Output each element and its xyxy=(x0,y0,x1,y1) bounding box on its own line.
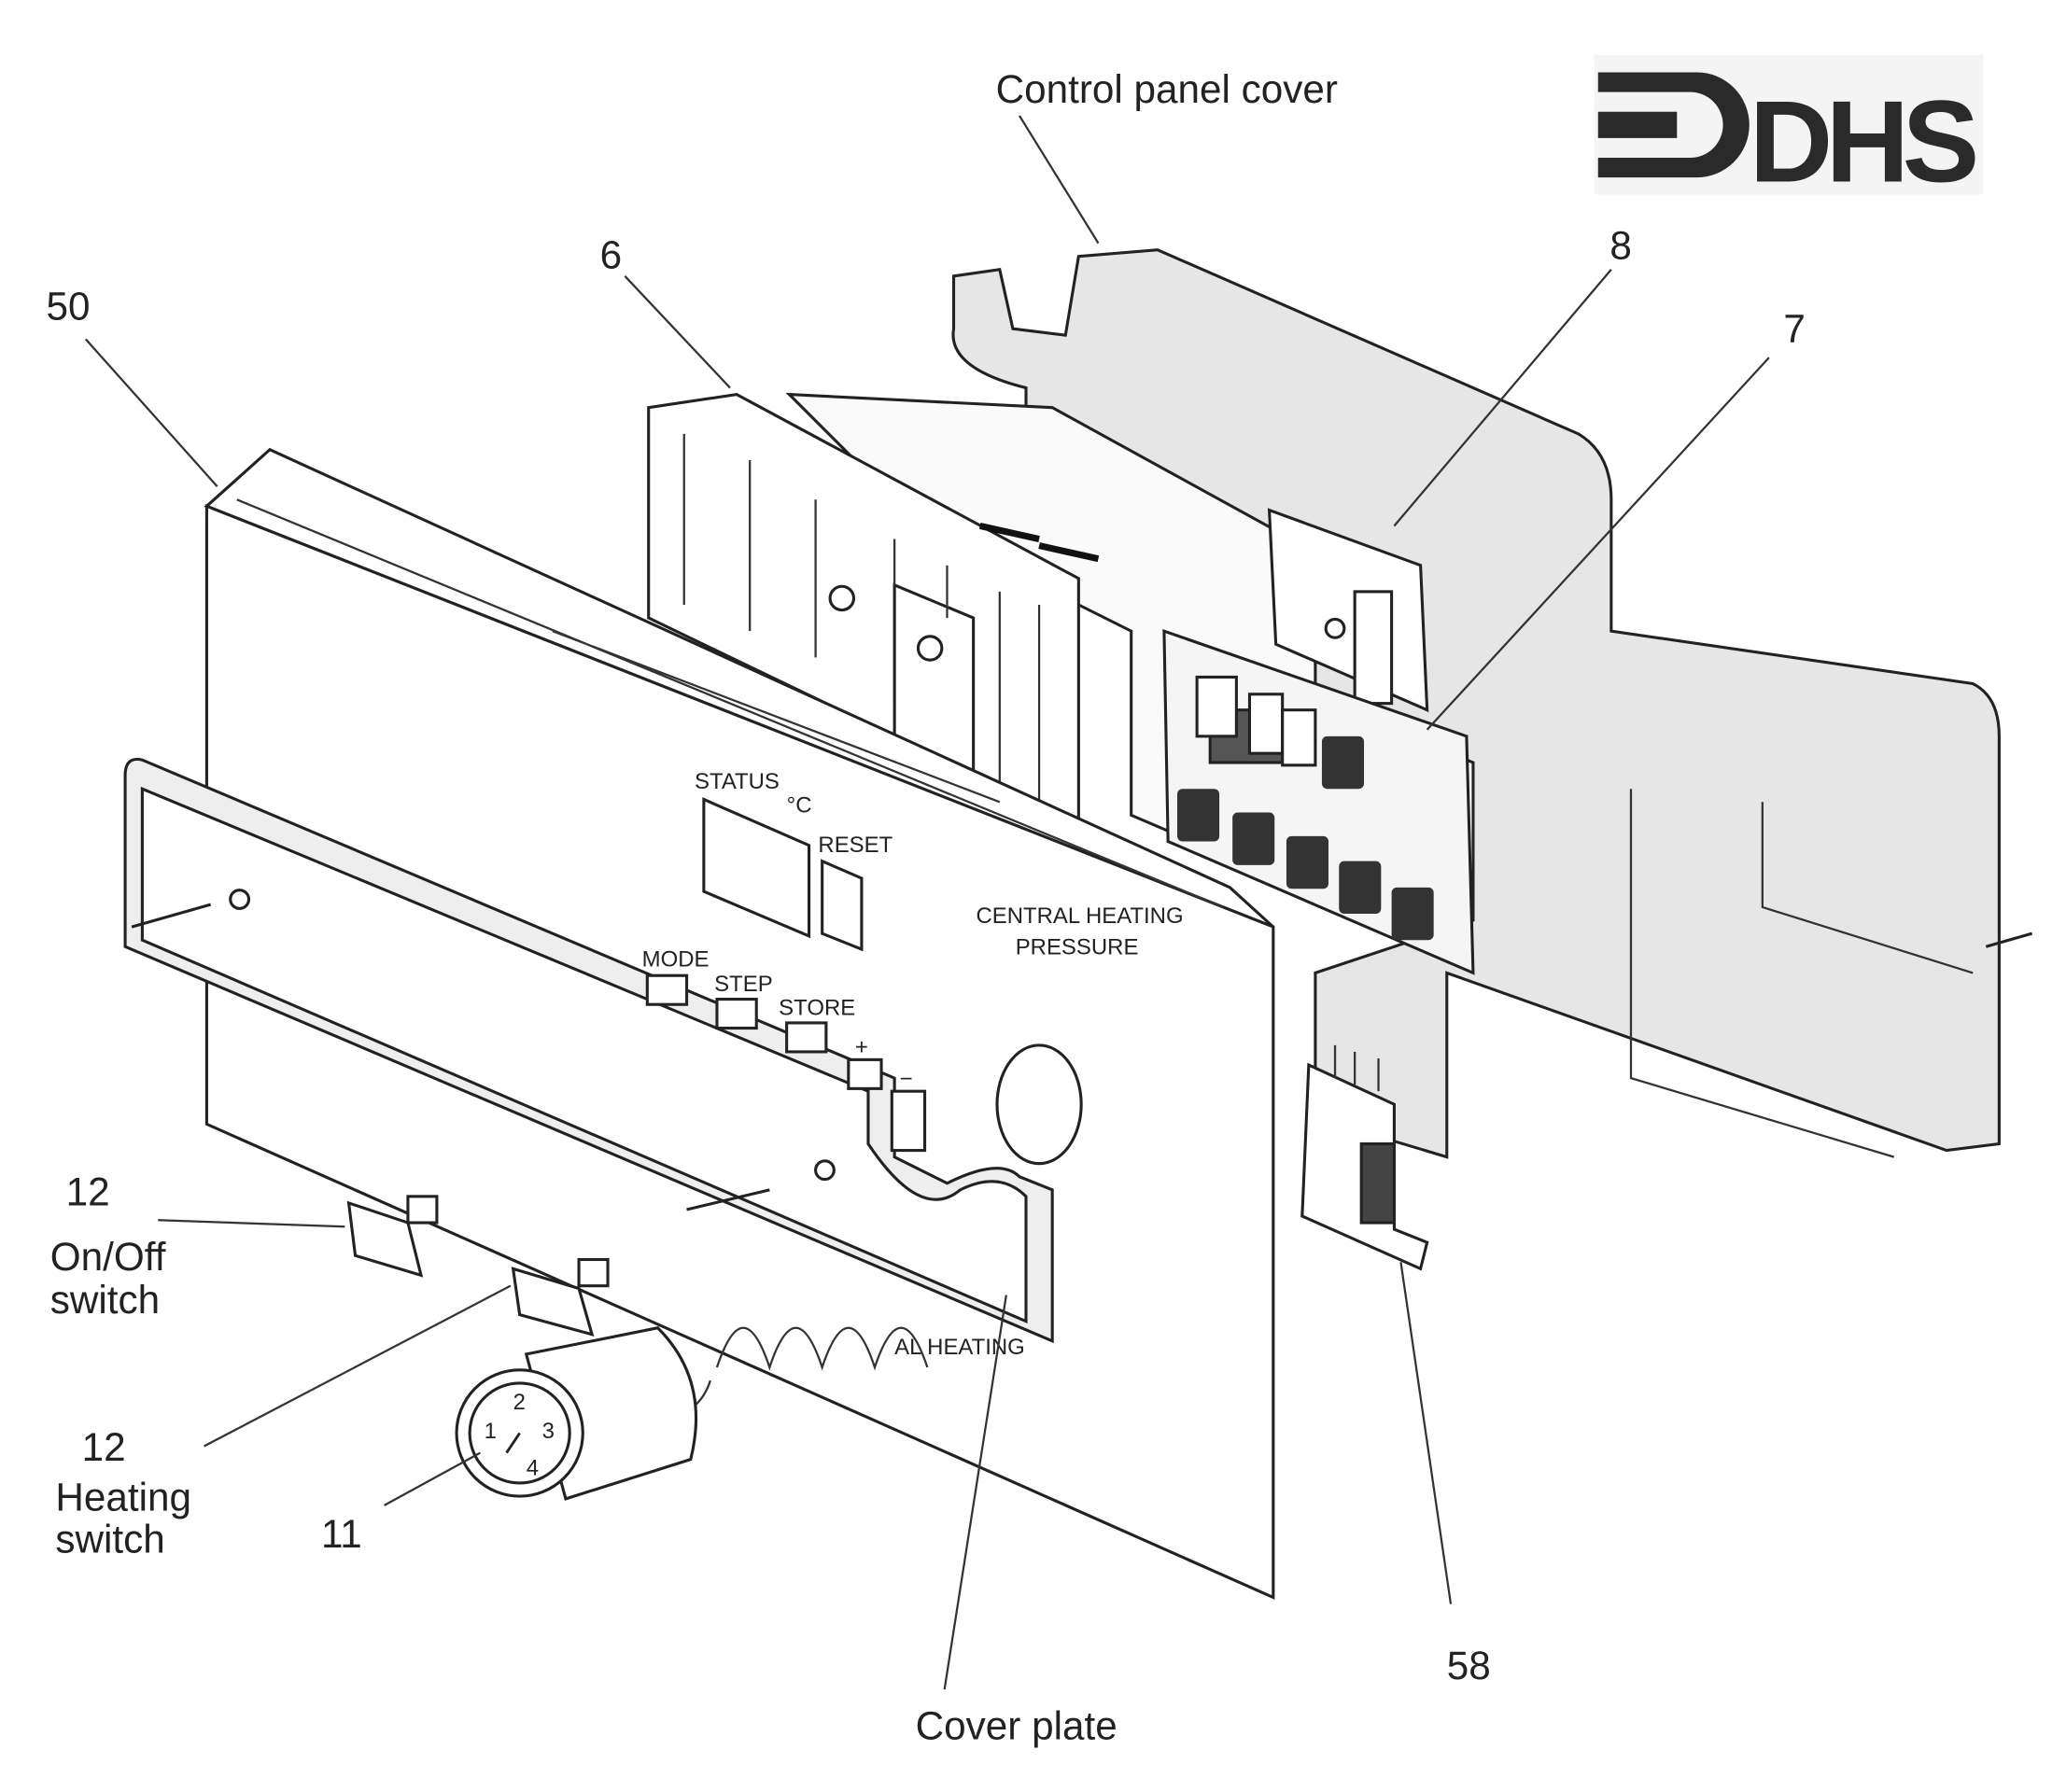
label-part-6: 6 xyxy=(600,232,623,276)
pcb-part-7 xyxy=(1162,628,1475,975)
reset-label: RESET xyxy=(818,833,892,858)
ch-line1: CENTRAL HEATING xyxy=(976,903,1183,929)
label-part-8: 8 xyxy=(1609,224,1632,268)
store-label: STORE xyxy=(779,995,855,1020)
plus-label: + xyxy=(855,1035,868,1060)
control-panel-cover xyxy=(951,248,2033,1159)
on-off-switch xyxy=(346,1195,439,1278)
label-on-off-switch: switch xyxy=(50,1278,160,1322)
degc-label: °C xyxy=(787,793,812,819)
label-heating-switch: switch xyxy=(55,1518,164,1561)
label-on-off: On/Off xyxy=(50,1235,166,1279)
label-part-11: 11 xyxy=(321,1512,362,1556)
leader-lines xyxy=(84,115,1770,1690)
dhs-logo: DHS xyxy=(1594,55,1984,206)
label-part-7: 7 xyxy=(1783,306,1806,350)
pressure-gauge-part-11: 1 2 3 4 xyxy=(455,1326,698,1501)
panel-lettering: STATUS °C RESET MODE STEP STORE + − CENT… xyxy=(642,769,1184,1360)
ch-lower-label: AL HEATING xyxy=(894,1335,1025,1360)
heating-switch xyxy=(511,1257,610,1337)
status-label: STATUS xyxy=(695,769,780,794)
minus-label: − xyxy=(900,1067,913,1092)
label-control-panel-cover: Control panel cover xyxy=(996,67,1338,111)
label-part-12-heating: 12 xyxy=(82,1425,126,1469)
label-part-50: 50 xyxy=(47,284,91,328)
label-cover-plate: Cover plate xyxy=(916,1704,1117,1748)
label-part-12-on-off: 12 xyxy=(66,1170,110,1214)
ch-line2: PRESSURE xyxy=(1016,935,1139,960)
gauge-tick: 4 xyxy=(527,1456,539,1481)
logo-text: DHS xyxy=(1750,77,1980,206)
gauge-tick: 2 xyxy=(513,1390,526,1415)
mode-label: MODE xyxy=(642,946,710,972)
gauge-tick: 3 xyxy=(542,1419,555,1444)
relay-part-58 xyxy=(1300,1044,1429,1271)
step-label: STEP xyxy=(714,972,773,997)
board-part-8 xyxy=(1267,508,1429,713)
label-heating: Heating xyxy=(55,1476,191,1519)
gauge-tick: 1 xyxy=(485,1419,497,1444)
label-part-58: 58 xyxy=(1447,1644,1491,1687)
cover-plate xyxy=(123,757,1054,1344)
